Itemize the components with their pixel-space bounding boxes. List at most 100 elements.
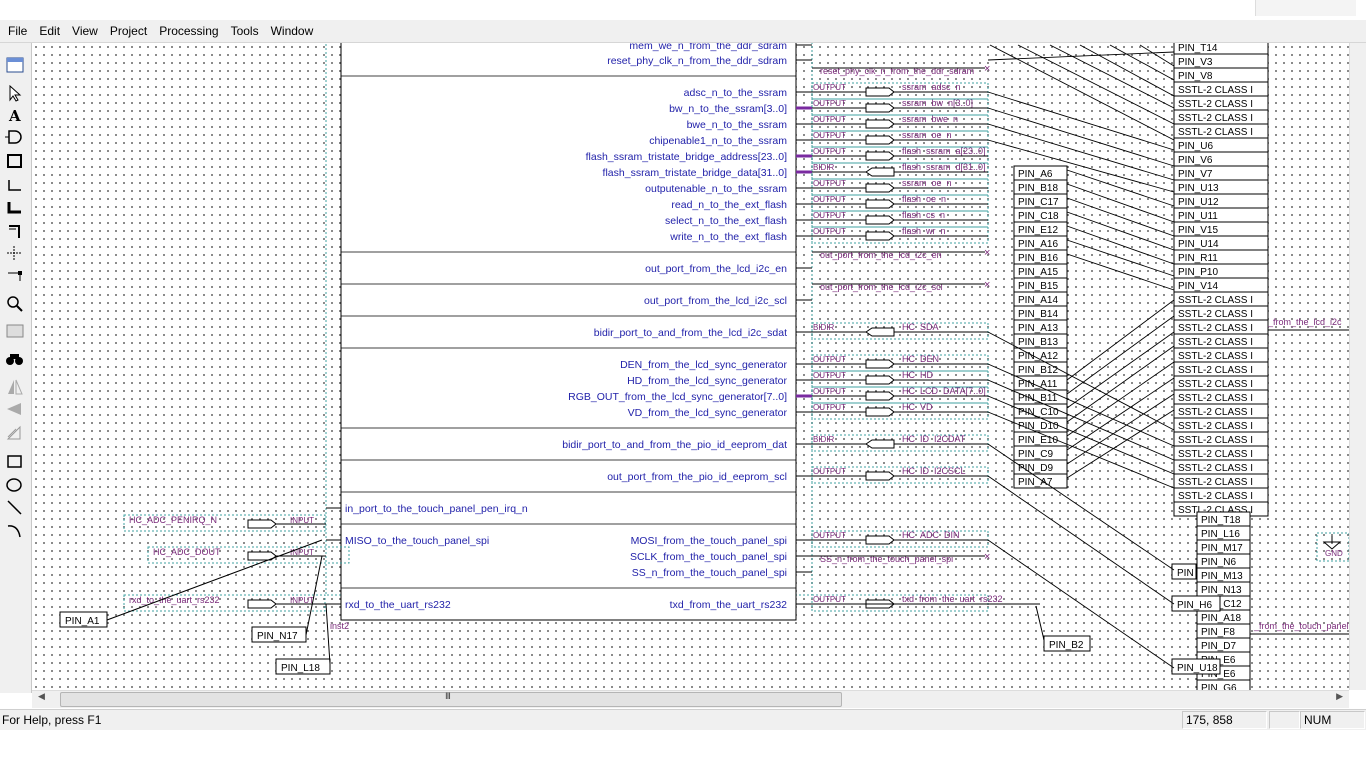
window-icon[interactable]	[4, 55, 26, 75]
pin-frame	[811, 466, 989, 484]
menu-edit[interactable]: Edit	[39, 24, 61, 38]
partial-line-select-icon[interactable]	[4, 243, 26, 263]
output-pin-symbol[interactable]	[865, 199, 895, 209]
line-icon[interactable]	[4, 497, 26, 517]
output-pin-symbol[interactable]	[865, 231, 895, 241]
pin-assignment-label: PIN	[1177, 568, 1194, 579]
pin-name-label: HC_ADC_DIN	[902, 530, 960, 540]
menu-processing[interactable]: Processing	[159, 24, 219, 38]
pin-assignment-label: PIN_E10	[1018, 435, 1058, 446]
vertical-scrollbar[interactable]	[1349, 43, 1366, 690]
pin-assignment-label: SSTL-2 CLASS I	[1178, 323, 1253, 334]
output-pin-symbol[interactable]	[865, 327, 895, 337]
pin-type-label: OUTPUT	[813, 403, 846, 412]
block-port-label: bw_n_to_the_ssram[3..0]	[669, 103, 787, 115]
output-pin-symbol[interactable]	[865, 471, 895, 481]
pin-assignment-label: PIN_D10	[1018, 421, 1059, 432]
pin-name-label: ssram_oe_n	[902, 130, 952, 140]
assignment-line	[1066, 299, 1175, 381]
zoom-icon[interactable]	[4, 293, 26, 313]
assignment-line	[987, 139, 1175, 193]
output-pin-symbol[interactable]	[865, 135, 895, 145]
pin-type-label: OUTPUT	[813, 211, 846, 220]
find-icon[interactable]	[4, 349, 26, 369]
input-pin-symbol[interactable]	[247, 519, 277, 529]
flip-horizontal-icon[interactable]	[4, 377, 26, 397]
input-pin-symbol[interactable]	[247, 599, 277, 609]
output-pin-symbol[interactable]	[865, 439, 895, 449]
pin-type-label: OUTPUT	[813, 467, 846, 476]
horizontal-scroll-thumb[interactable]: III	[60, 692, 842, 707]
pin-type-label: OUTPUT	[813, 83, 846, 92]
pin-assignment-label: PIN_V15	[1178, 225, 1218, 236]
text-icon[interactable]: A	[4, 105, 26, 125]
pin-name-label: flash_wr_n	[902, 226, 946, 236]
block-icon[interactable]	[4, 151, 26, 171]
pin-frame	[811, 402, 989, 420]
orthogonal-bus-icon[interactable]	[4, 197, 26, 217]
assignment-line	[1066, 345, 1175, 423]
menu-window[interactable]: Window	[270, 24, 314, 38]
pin-assignment-label: PIN_A6	[1018, 169, 1053, 180]
menu-tools[interactable]: Tools	[230, 24, 259, 38]
orthogonal-conduit-icon[interactable]	[4, 221, 26, 241]
output-pin-symbol[interactable]	[865, 103, 895, 113]
block-port-label: bidir_port_to_and_from_the_pio_id_eeprom…	[562, 439, 787, 451]
pin-assignment-label: PIN_V6	[1178, 155, 1213, 166]
pin-assignment-label: PIN_B13	[1018, 337, 1058, 348]
output-pin-symbol[interactable]	[865, 359, 895, 369]
assignment-line	[987, 411, 1175, 489]
pin-assignment-label: PIN_N17	[257, 631, 298, 642]
pin-assignment-label: PIN_A14	[1018, 295, 1058, 306]
orthogonal-node-icon[interactable]	[4, 175, 26, 195]
pin-assignment-cell	[1196, 679, 1251, 690]
output-pin-symbol[interactable]	[865, 119, 895, 129]
output-pin-symbol[interactable]	[865, 391, 895, 401]
block-port-label: MISO_to_the_touch_panel_spi	[345, 535, 489, 547]
rectangle-icon[interactable]	[4, 451, 26, 471]
assignment-line	[1066, 169, 1175, 207]
output-pin-symbol[interactable]	[865, 375, 895, 385]
arrow-select-icon[interactable]	[4, 83, 26, 103]
pin-assignment-label: PIN_B18	[1018, 183, 1058, 194]
output-pin-symbol[interactable]	[865, 535, 895, 545]
assignment-line	[1066, 239, 1175, 277]
pin-assignment-label: SSTL-2 CLASS I	[1178, 407, 1253, 418]
status-mode	[1269, 711, 1300, 729]
block-port-label: rxd_to_the_uart_rs232	[345, 599, 451, 611]
unconnected-x-icon: ×	[984, 551, 990, 563]
rubberbanding-icon[interactable]	[4, 265, 26, 285]
pin-assignment-label: SSTL-2 CLASS I	[1178, 435, 1253, 446]
output-pin-symbol[interactable]	[865, 167, 895, 177]
rotate-icon[interactable]	[4, 423, 26, 443]
assignment-line	[987, 363, 1175, 447]
menu-view[interactable]: View	[72, 24, 98, 38]
pin-assignment-label: PIN_U12	[1178, 197, 1219, 208]
flip-vertical-icon[interactable]	[4, 399, 26, 419]
assignment-line	[1066, 361, 1175, 437]
output-pin-symbol[interactable]	[865, 151, 895, 161]
scroll-right-icon[interactable]: ▶	[1336, 692, 1343, 702]
pin-assignment-cell	[1013, 473, 1068, 489]
pin-frame	[123, 594, 326, 612]
scroll-left-icon[interactable]: ◀	[38, 692, 45, 702]
pin-name-label: flash_ssram_d[31..0]	[902, 162, 986, 172]
pin-name-label: ssram_bw_n[3..0]	[902, 98, 973, 108]
pin-assignment-label: PIN_A1	[65, 616, 100, 627]
assignment-line	[987, 379, 1175, 461]
menu-file[interactable]: File	[8, 24, 28, 38]
full-screen-icon[interactable]	[4, 321, 26, 341]
menu-project[interactable]: Project	[109, 24, 148, 38]
output-pin-symbol[interactable]	[865, 407, 895, 417]
pin-name-label: HC_ID_I2CDAT	[902, 434, 966, 444]
output-pin-symbol[interactable]	[865, 183, 895, 193]
oval-icon[interactable]	[4, 475, 26, 495]
pin-assignment-label: PIN_M17	[1201, 543, 1243, 554]
symbol-icon[interactable]	[4, 127, 26, 147]
pin-assignment-label: PIN_A11	[1018, 379, 1058, 390]
pin-assignment-label: SSTL-2 CLASS I	[1178, 491, 1253, 502]
arc-icon[interactable]	[4, 521, 26, 541]
output-pin-symbol[interactable]	[865, 87, 895, 97]
output-pin-symbol[interactable]	[865, 215, 895, 225]
